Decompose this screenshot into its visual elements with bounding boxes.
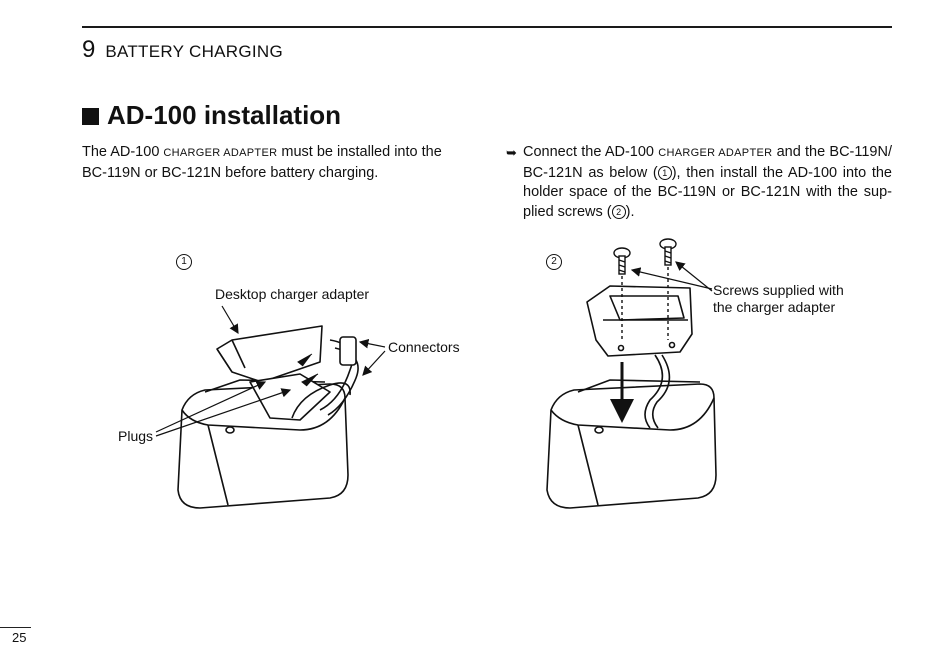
- label-connectors: Connectors: [388, 339, 460, 355]
- square-bullet-icon: [82, 108, 99, 125]
- chapter-header: 9 BATTERY CHARGING: [82, 36, 283, 64]
- section-title: AD-100 installation: [107, 100, 342, 130]
- instruction-text-1: Connect the AD-100: [523, 144, 654, 160]
- leader-lines-2: [630, 261, 713, 292]
- label-plugs: Plugs: [118, 428, 154, 444]
- label-screws-line2: the charger adapter: [713, 299, 836, 315]
- intro-smallcaps: CHARGER ADAPTER: [163, 147, 278, 159]
- leader-lines-1: [155, 305, 386, 437]
- charger-adapter-2: [586, 285, 693, 357]
- desktop-charger-2: [546, 379, 717, 509]
- cable-2: [644, 354, 671, 429]
- label-desktop-charger-adapter: Desktop charger adapter: [215, 286, 370, 302]
- figure-ref-1: 1: [657, 165, 672, 180]
- intro-paragraph: The AD-100 CHARGER ADAPTER must be insta…: [82, 143, 467, 183]
- instruction-smallcaps: CHARGER ADAPTER: [658, 147, 773, 159]
- chapter-title: BATTERY CHARGING: [105, 42, 284, 61]
- arrow-bullet-icon: ➥: [506, 145, 517, 160]
- intro-text-1: The AD-100: [82, 144, 160, 160]
- cables-1: [291, 336, 359, 419]
- chapter-number: 9: [82, 36, 96, 63]
- instruction-text-3: ), then install the AD-100 into the hold…: [523, 164, 892, 220]
- instruction-text-2: and the BC-119N/ BC-121N as below (: [523, 144, 892, 181]
- figure-1-number: 1: [176, 254, 192, 270]
- label-screws-line1: Screws supplied with: [713, 282, 844, 298]
- insert-arrow-2: [301, 373, 319, 387]
- section-heading: AD-100 installation: [82, 100, 341, 131]
- insert-arrow-1: [297, 353, 313, 367]
- instruction-paragraph: ➥ Connect the AD-100 CHARGER ADAPTER and…: [506, 143, 892, 222]
- instruction-text: Connect the AD-100 CHARGER ADAPTER and t…: [523, 143, 892, 222]
- footer-rule: [0, 627, 31, 628]
- figure-2-number: 2: [546, 254, 562, 270]
- intro-text-2: must be installed into the BC-119N or BC…: [82, 144, 442, 181]
- instruction-text-4: ).: [625, 203, 635, 220]
- figure-ref-2: 2: [611, 204, 626, 219]
- header-rule: [82, 26, 892, 28]
- page-number: 25: [12, 630, 27, 645]
